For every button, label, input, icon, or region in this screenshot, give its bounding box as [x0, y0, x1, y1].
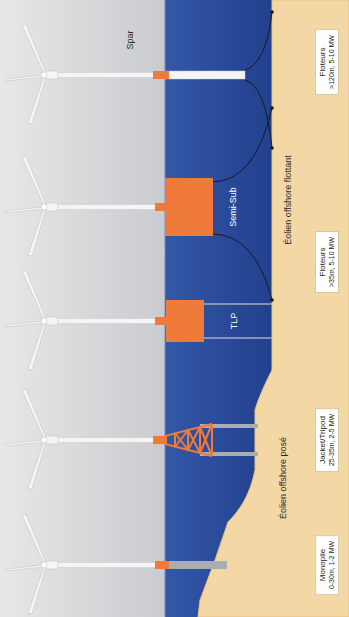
depth-power: >120m, 5-10 MW	[328, 35, 336, 89]
depth-power: 25-35m, 2-5 MW	[328, 414, 336, 466]
tether	[200, 337, 272, 339]
semi-sub-float	[165, 178, 213, 236]
sky	[0, 0, 165, 617]
foundation-type: Jacket/Tripod	[318, 414, 328, 466]
depth-power: >35m, 5-10 MW	[328, 237, 336, 287]
diagram-label: Spar	[125, 30, 135, 49]
mooring-line	[212, 234, 272, 300]
depth-label-box: Jacket/Tripod25-35m, 2-5 MW	[315, 408, 339, 472]
foundation-type: Floteurs	[318, 35, 328, 89]
tlp-float	[166, 300, 204, 342]
diagram-label: Éolien offshore posé	[279, 437, 289, 519]
jacket-lattice	[165, 424, 212, 456]
foundation-type: Floteurs	[318, 237, 328, 287]
seabed	[198, 0, 349, 617]
monopile	[165, 561, 227, 569]
foundation-type: Monopile	[318, 541, 328, 589]
depth-label-box: Monopile0-30m, 1-2 MW	[315, 535, 339, 595]
spar-buoy	[165, 71, 245, 79]
transition-piece	[155, 561, 169, 569]
diagram-label: Éolien offshore flottant	[283, 155, 293, 244]
depth-power: 0-30m, 1-2 MW	[328, 541, 336, 589]
sea-surface	[165, 0, 166, 617]
sea	[165, 0, 349, 617]
depth-label-box: Floteurs>120m, 5-10 MW	[315, 29, 339, 95]
mooring-line	[245, 12, 272, 70]
mooring-line	[245, 80, 272, 148]
diagram-label: Semi-Sub	[229, 187, 239, 227]
mooring-line	[212, 108, 272, 182]
depth-label-box: Floteurs>35m, 5-10 MW	[315, 231, 339, 293]
diagram-label: TLP	[230, 313, 240, 330]
tether	[200, 303, 272, 305]
